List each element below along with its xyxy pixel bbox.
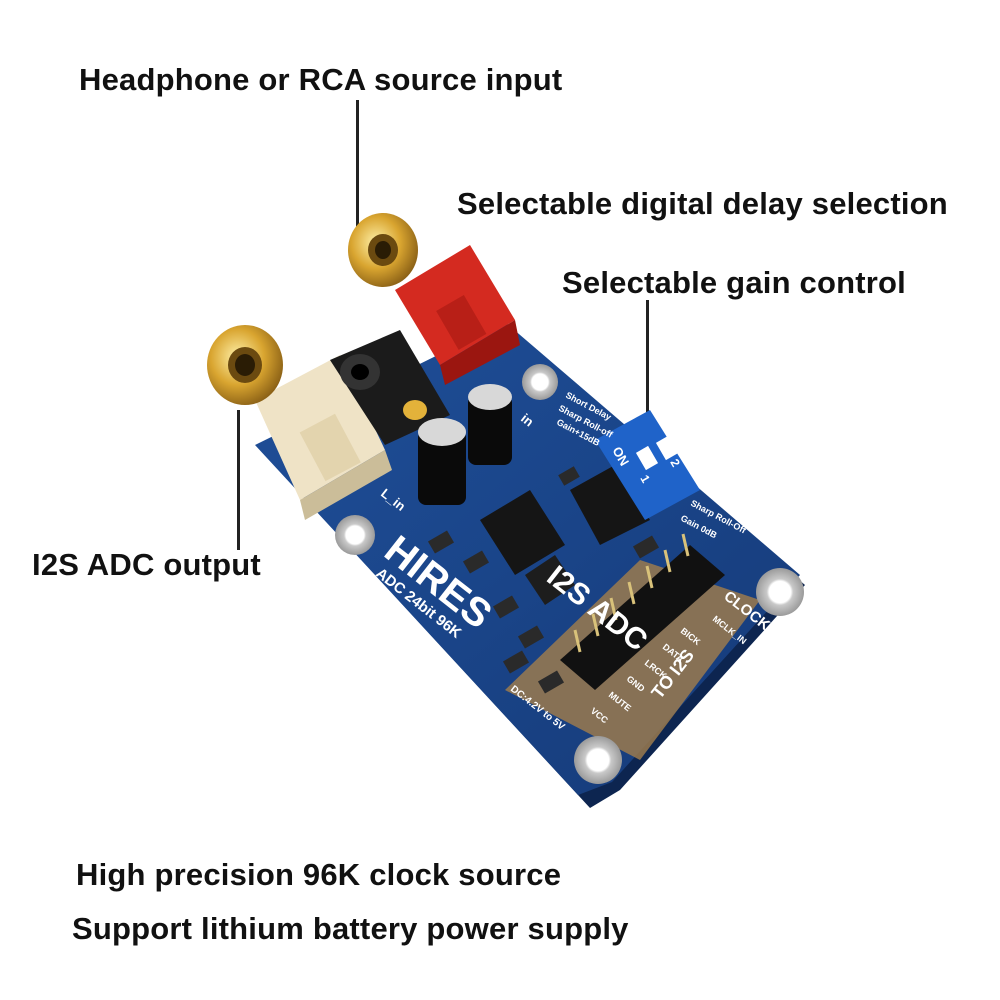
callout-battery-supply: Support lithium battery power supply bbox=[72, 911, 629, 946]
mounting-hole bbox=[522, 364, 558, 400]
leader-line-input bbox=[356, 100, 359, 240]
silkscreen-pad-area bbox=[505, 560, 760, 760]
mounting-hole-center bbox=[588, 750, 608, 770]
rca-jack-left bbox=[207, 325, 392, 520]
pin-header bbox=[560, 545, 725, 690]
smd-components bbox=[427, 466, 660, 694]
callout-gain-control: Selectable gain control bbox=[562, 265, 906, 300]
oscillator-chip bbox=[525, 555, 575, 605]
header-pins bbox=[573, 533, 690, 653]
callout-delay-selection: Selectable digital delay selection bbox=[457, 186, 948, 221]
leader-line-gain bbox=[646, 300, 649, 460]
adc-chip bbox=[480, 490, 565, 575]
callout-clock-source: High precision 96K clock source bbox=[76, 857, 562, 892]
capacitor bbox=[418, 418, 466, 505]
dip-switch bbox=[595, 410, 700, 520]
clock-chip bbox=[570, 465, 650, 545]
callout-adc-output: I2S ADC output bbox=[32, 547, 261, 582]
mounting-hole-center bbox=[770, 582, 790, 602]
capacitor bbox=[468, 384, 512, 465]
rca-jack-right bbox=[348, 213, 520, 385]
leader-line-i2s bbox=[237, 410, 240, 550]
mounting-hole-center bbox=[347, 527, 363, 543]
callout-source-input: Headphone or RCA source input bbox=[79, 62, 563, 97]
headphone-jack bbox=[330, 330, 450, 445]
